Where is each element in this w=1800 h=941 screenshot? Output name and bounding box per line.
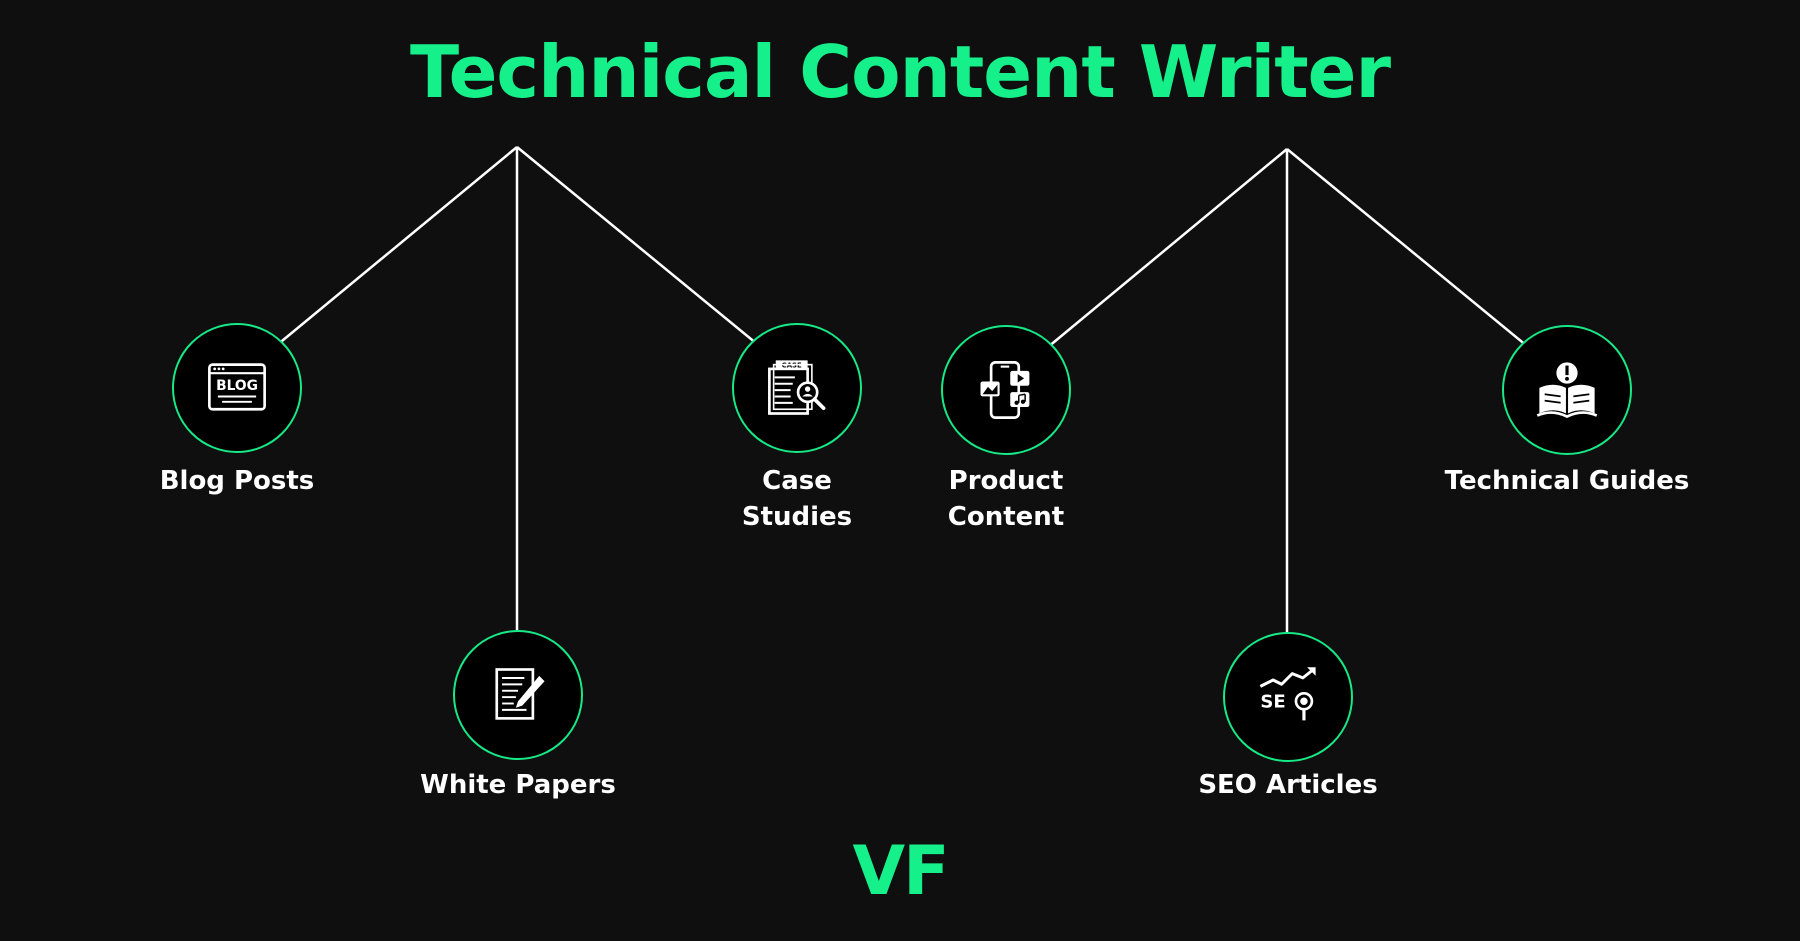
arrow-to-case-studies bbox=[516, 146, 770, 355]
seo-icon: SE bbox=[1259, 667, 1316, 721]
node-product-content bbox=[941, 325, 1071, 455]
mobile-media-icon bbox=[980, 361, 1030, 419]
node-technical-guides bbox=[1502, 325, 1632, 455]
node-seo-articles: SE bbox=[1223, 632, 1353, 762]
label-seo-articles: SEO Articles bbox=[1198, 770, 1378, 800]
seo-word: SE bbox=[1260, 692, 1285, 713]
label-product-content: Product Content bbox=[947, 466, 1065, 532]
open-book-icon bbox=[1536, 362, 1598, 419]
case-study-icon: CASE bbox=[768, 360, 826, 415]
diagram-title: Technical Content Writer bbox=[410, 30, 1391, 114]
blog-word: BLOG bbox=[216, 378, 258, 394]
blog-icon: BLOG bbox=[208, 363, 266, 411]
label-case-studies: Case Studies bbox=[741, 466, 853, 532]
document-pen-icon bbox=[495, 668, 545, 720]
node-blog-posts: BLOG bbox=[172, 323, 302, 453]
label-white-papers: White Papers bbox=[420, 770, 616, 800]
arrow-to-product-content bbox=[1034, 148, 1288, 359]
node-case-studies: CASE bbox=[732, 323, 862, 453]
label-technical-guides: Technical Guides bbox=[1444, 466, 1690, 496]
arrow-to-blog-posts bbox=[263, 146, 518, 357]
node-white-papers bbox=[453, 630, 583, 760]
label-blog-posts: Blog Posts bbox=[159, 466, 315, 496]
logo-vf: VF bbox=[852, 832, 949, 911]
arrow-to-technical-guides bbox=[1286, 148, 1540, 357]
